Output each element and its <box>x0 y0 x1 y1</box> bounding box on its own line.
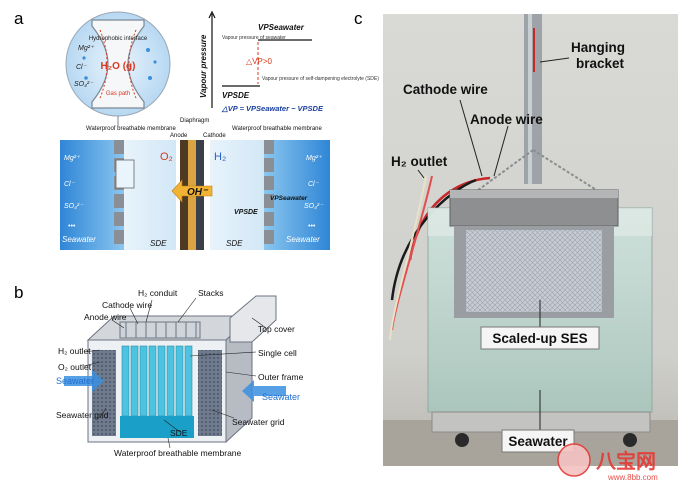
electrolyzer-cross-section: OH⁻ O₂ H₂ VPSDE VPSeawater Seawater SDE … <box>60 140 330 250</box>
seawater-label-right: Seawater <box>286 235 320 244</box>
ion-left-cl: Cl⁻ <box>64 181 76 188</box>
cathode-wire-label: Cathode wire <box>102 300 152 310</box>
cathode-label: Cathode <box>203 133 226 139</box>
ion-right-so4: SO₄²⁻ <box>304 203 324 210</box>
seawater-label-box <box>501 429 575 453</box>
vp-seawater-label: VPSeawater <box>258 23 305 32</box>
panel-b: b <box>14 283 304 458</box>
panel-a-label: a <box>14 9 24 28</box>
seawater-grid-label-left: Seawater grid <box>56 410 109 420</box>
inset-ion-mg: Mg²⁺ <box>78 45 95 52</box>
ion-right-cl: Cl⁻ <box>308 181 320 188</box>
sde-label-right: SDE <box>226 239 243 248</box>
o2-label: O₂ <box>160 151 173 163</box>
vp-seawater-desc: Vapour pressure of seawater <box>222 35 286 41</box>
stacks-label: Stacks <box>198 288 224 298</box>
vapour-y-axis: Vapour pressure <box>199 34 208 98</box>
watermark-text: 八宝网 <box>596 449 656 473</box>
sde-label-left: SDE <box>150 239 167 248</box>
vp-seawater-inline: VPSeawater <box>270 195 308 202</box>
panel-b-label: b <box>14 283 23 302</box>
membrane-left-label: Waterproof breathable membrane <box>86 126 176 132</box>
inset-water-vapor: H₂O (g) <box>101 61 136 72</box>
membrane-label-b: Waterproof breathable membrane <box>114 448 242 458</box>
panel-c: c <box>354 9 678 466</box>
anode-wire-c-label: Anode wire <box>470 112 543 127</box>
anode-label: Anode <box>170 133 188 139</box>
cathode-wire-c-label: Cathode wire <box>403 82 488 97</box>
vapour-pressure-plot: Vapour pressure VPSeawater Vapour pressu… <box>199 10 379 113</box>
scaled-up-ses-label: Scaled-up SES <box>492 331 587 346</box>
membrane-right <box>264 140 274 244</box>
anode-wire-label: Anode wire <box>84 312 127 322</box>
vp-sde-desc: Vapour pressure of self-dampening electr… <box>262 76 379 82</box>
outer-frame-label: Outer frame <box>258 372 304 382</box>
seawater-out-label: Seawater <box>262 392 300 402</box>
vp-sde-inline: VPSDE <box>234 209 258 216</box>
watermark-logo-icon <box>557 443 591 477</box>
hanging-bracket-label: Hanging bracket <box>571 40 629 71</box>
hanging-bracket-line2: bracket <box>576 56 625 71</box>
seawater-arrow-right <box>242 380 286 402</box>
seawater-label-left: Seawater <box>62 235 96 244</box>
h2-outlet-c-label: H₂ outlet <box>391 154 448 169</box>
seawater-arrow-left <box>64 370 104 392</box>
delta-vp-equation: △VP = VPSeawater − VPSDE <box>221 104 324 113</box>
panel-a: a Hydrophobic interface H₂O (g) Gas path… <box>14 9 379 250</box>
inset-hydrophobic-label: Hydrophobic interface <box>89 36 148 42</box>
vp-sde-label: VPSDE <box>222 91 250 100</box>
inset-gas-path: Gas path <box>106 91 130 97</box>
seawater-in-label: Seawater <box>56 376 94 386</box>
hydroxide-arrow <box>171 179 213 203</box>
sde-label-b: SDE <box>170 428 188 438</box>
seawater-grid-label-right: Seawater grid <box>232 417 285 427</box>
watermark-url: www.8bb.com <box>607 473 658 482</box>
inset-ion-cl: Cl⁻ <box>76 64 88 71</box>
ion-left-so4: SO₄²⁻ <box>64 203 84 210</box>
membrane-right-label: Waterproof breathable membrane <box>232 126 322 132</box>
h2-label: H₂ <box>214 151 226 163</box>
h2-conduit-label: H₂ conduit <box>138 288 178 298</box>
single-cell-label: Single cell <box>258 348 297 358</box>
device-3d-model <box>64 295 286 449</box>
seawater-c-label: Seawater <box>508 434 568 449</box>
inset-ion-so4: SO₄²⁻ <box>74 81 94 88</box>
panel-c-label: c <box>354 9 363 28</box>
hanging-bracket-line1: Hanging <box>571 40 625 55</box>
o2-outlet-label: O₂ outlet <box>58 362 92 372</box>
ion-left-dots: ••• <box>68 223 76 230</box>
diaphragm-label: Diaphragm <box>180 118 209 124</box>
photo <box>383 14 678 466</box>
ion-right-mg: Mg²⁺ <box>306 155 323 162</box>
delta-vp-label: △VP>0 <box>246 57 272 66</box>
ion-right-dots: ••• <box>308 223 316 230</box>
oh-label: OH⁻ <box>187 187 209 198</box>
h2-outlet-label: H₂ outlet <box>58 346 91 356</box>
scaled-up-label-box <box>480 326 600 350</box>
watermark: 八宝网 www.8bb.com <box>557 443 658 482</box>
hydrophobic-inset: Hydrophobic interface H₂O (g) Gas path M… <box>65 11 171 126</box>
top-cover-label: Top cover <box>258 324 295 334</box>
scaled-up-ses-device <box>466 230 602 312</box>
ion-left-mg: Mg²⁺ <box>64 155 81 162</box>
